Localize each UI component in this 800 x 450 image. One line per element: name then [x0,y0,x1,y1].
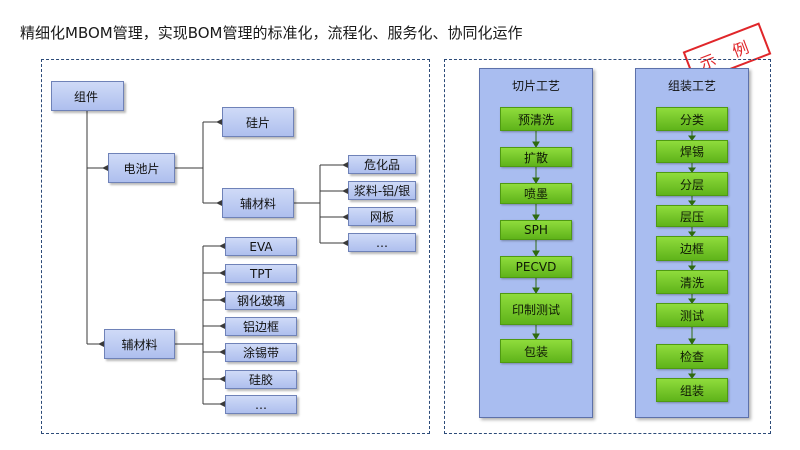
process-step[interactable]: 喷墨 [500,183,572,204]
arrowhead-icon [219,297,225,303]
arrowhead-icon [216,119,222,125]
node-cell-aux-item[interactable]: … [348,233,416,252]
arrowhead-icon [216,200,222,206]
arrowhead-icon [342,162,348,168]
process-step[interactable]: 包装 [500,339,572,363]
node-module-aux-item[interactable]: 硅胶 [225,370,297,389]
node-module[interactable]: 组件 [51,81,124,111]
process-step[interactable]: 测试 [656,303,728,327]
arrowhead-icon [342,188,348,194]
node-wafer[interactable]: 硅片 [222,107,294,137]
process-step[interactable]: 焊锡 [656,140,728,163]
node-module-aux-item[interactable]: … [225,395,297,414]
process-step[interactable]: 分层 [656,172,728,196]
arrowhead-icon [219,243,225,249]
node-module-aux-item[interactable]: 涂锡带 [225,343,297,362]
process-step[interactable]: PECVD [500,256,572,278]
node-module-aux-item[interactable]: EVA [225,237,297,256]
arrowhead-icon [98,341,104,347]
node-module-aux-item[interactable]: 铝边框 [225,317,297,336]
arrowhead-icon [342,214,348,220]
arrowhead-icon [342,240,348,246]
process-step[interactable]: 清洗 [656,270,728,294]
arrowhead-icon [219,323,225,329]
bom-tree-panel [41,59,430,434]
process-column-assembly: 组装工艺 分类 焊锡 分层 层压 边框 清洗 测试 检查 组装 [635,68,749,418]
arrowhead-icon [219,270,225,276]
process-column-cutting: 切片工艺 预清洗 扩散 喷墨 SPH PECVD 印制测试 包装 [479,68,593,418]
process-step[interactable]: SPH [500,220,572,240]
process-panel [444,59,771,434]
process-step[interactable]: 分类 [656,107,728,131]
node-cell-aux[interactable]: 辅材料 [222,188,294,218]
node-cell[interactable]: 电池片 [108,153,175,183]
step-arrows [688,131,696,379]
process-step[interactable]: 检查 [656,344,728,369]
process-column-title: 组装工艺 [667,79,716,93]
node-cell-aux-item[interactable]: 浆料-铝/银 [348,181,416,200]
process-step[interactable]: 扩散 [500,147,572,167]
process-step[interactable]: 印制测试 [500,293,572,325]
process-step[interactable]: 组装 [656,378,728,402]
arrowhead-icon [219,401,225,407]
arrowhead-icon [219,349,225,355]
page-title: 精细化MBOM管理，实现BOM管理的标准化，流程化、服务化、协同化运作 [20,24,523,42]
node-cell-aux-item[interactable]: 网板 [348,207,416,226]
arrowhead-icon [219,376,225,382]
process-step[interactable]: 边框 [656,236,728,261]
process-step[interactable]: 预清洗 [500,107,572,131]
node-module-aux-item[interactable]: TPT [225,264,297,283]
node-module-aux[interactable]: 辅材料 [104,329,175,359]
node-module-aux-item[interactable]: 钢化玻璃 [225,291,297,310]
arrowhead-icon [102,165,108,171]
step-arrows [532,131,540,340]
node-cell-aux-item[interactable]: 危化品 [348,155,416,174]
process-step[interactable]: 层压 [656,205,728,227]
process-column-title: 切片工艺 [511,79,560,93]
